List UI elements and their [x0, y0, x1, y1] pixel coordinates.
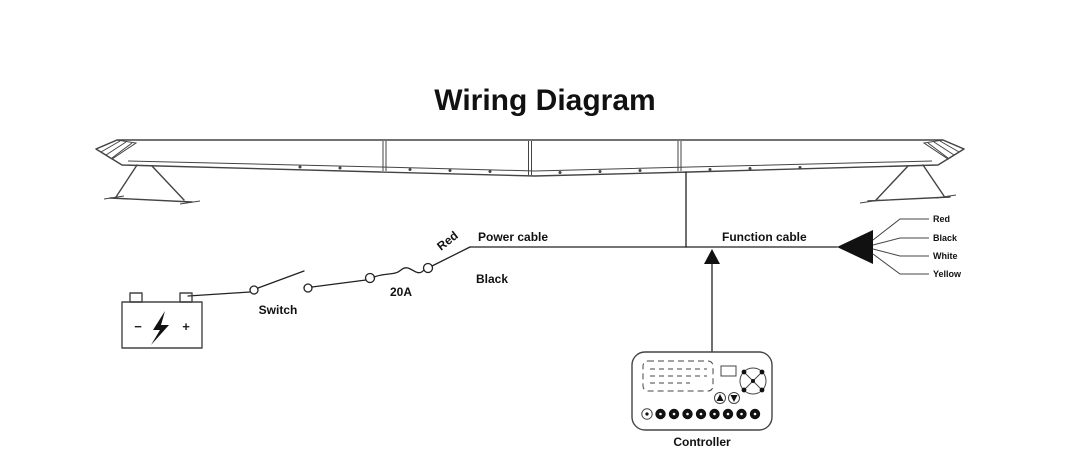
up-triangle-icon: [716, 394, 724, 401]
function-wire-label-black: Black: [933, 233, 958, 243]
red-wire-segment: [431, 246, 471, 267]
battery-minus-sign: −: [134, 319, 142, 334]
fuse-rating-label: 20A: [390, 285, 412, 299]
light-bar-left-endcap: [94, 139, 138, 160]
switch-to-battery-wire: [187, 291, 251, 297]
function-wire-label-red: Red: [933, 214, 950, 224]
controller-button-row: [641, 408, 761, 420]
switch-symbol: [249, 270, 313, 295]
controller-indicator: [720, 365, 737, 377]
fuse-to-switch-wire: [311, 279, 367, 288]
battery-terminal-positive: [179, 292, 193, 303]
controller-knob: [739, 367, 767, 395]
controller-label: Controller: [673, 435, 731, 449]
switch-label: Switch: [259, 303, 298, 317]
red-wire-label: Red: [434, 228, 460, 253]
wiring-lines: [187, 171, 838, 297]
left-arrow-icon: [837, 230, 873, 264]
battery: − +: [121, 292, 203, 349]
light-bar: [94, 139, 966, 177]
down-triangle-icon: [730, 395, 738, 402]
light-bar-right-endcap: [922, 139, 966, 160]
function-cable-connector: Red Black White Yellow: [837, 214, 962, 279]
light-bar-screws: [298, 165, 802, 174]
function-wire-label-yellow: Yellow: [933, 269, 962, 279]
light-bar-segment-dividers: [382, 141, 682, 175]
light-bar-left-foot: [103, 164, 201, 205]
black-wire-label: Black: [476, 272, 508, 286]
controller: [631, 351, 773, 431]
battery-plus-sign: +: [182, 319, 190, 334]
controller-display: [642, 360, 714, 392]
up-arrow-icon: [704, 249, 720, 264]
light-bar-right-foot: [859, 164, 957, 204]
controller-connection: [704, 249, 720, 353]
power-cable-label: Power cable: [478, 230, 548, 244]
diagram-title: Wiring Diagram: [434, 84, 655, 117]
function-wire-label-white: White: [933, 251, 958, 261]
fuse-symbol: [364, 262, 434, 284]
battery-terminal-negative: [129, 292, 143, 303]
controller-down-button: [728, 392, 740, 404]
function-cable-label: Function cable: [722, 230, 807, 244]
lightning-bolt-icon: [151, 311, 169, 345]
controller-up-button: [714, 392, 726, 404]
